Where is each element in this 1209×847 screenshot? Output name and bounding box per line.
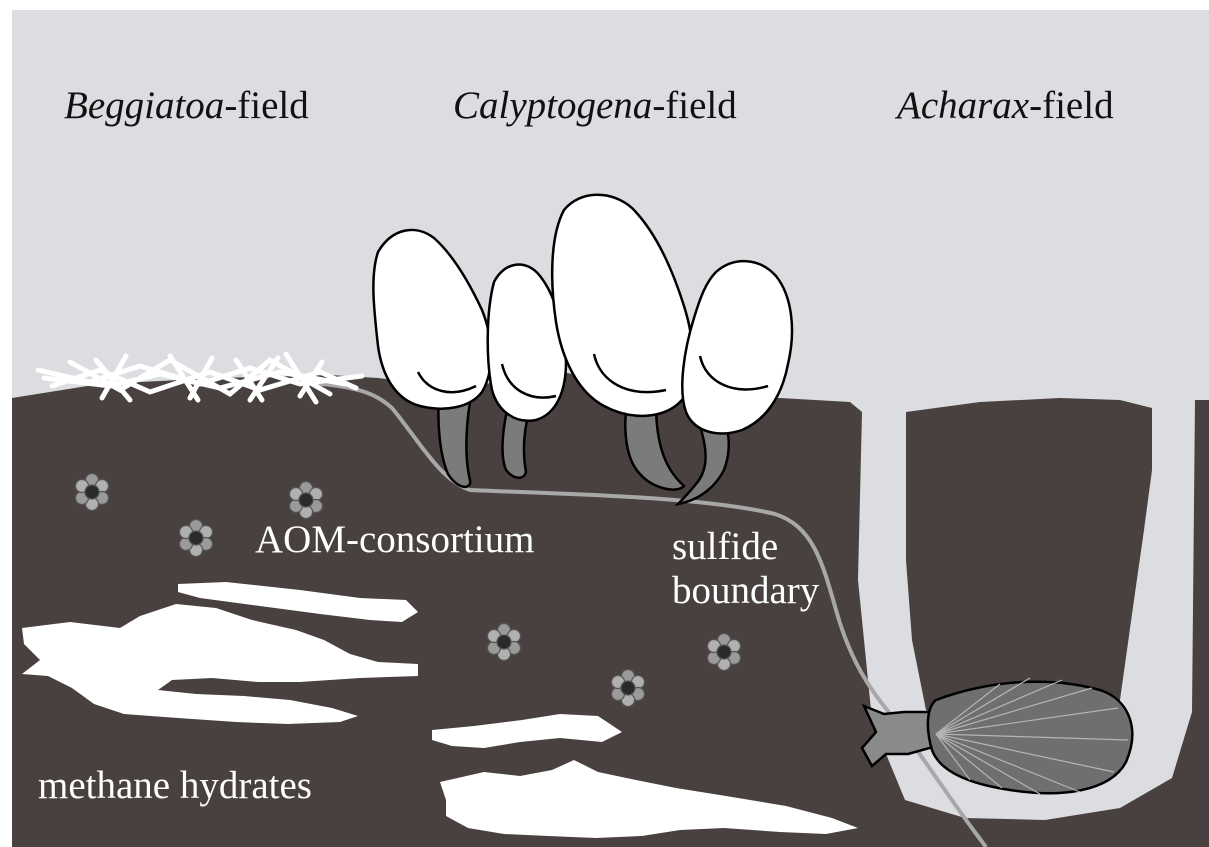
acharax-name: Acharax	[897, 84, 1029, 127]
acharax-field-label: Acharax-field	[897, 86, 1114, 125]
sulfide-label-line2: boundary	[672, 569, 819, 613]
beggiatoa-suffix: -field	[224, 84, 308, 127]
calyptogena-name: Calyptogena	[453, 84, 652, 127]
beggiatoa-field-label: Beggiatoa-field	[64, 86, 309, 125]
calyptogena-field-label: Calyptogena-field	[453, 86, 737, 125]
aom-consortium-label: AOM-consortium	[255, 520, 534, 559]
beggiatoa-name: Beggiatoa	[64, 84, 224, 127]
methane-hydrates-label: methane hydrates	[38, 766, 312, 805]
calyptogena-suffix: -field	[652, 84, 736, 127]
sulfide-label-line1: sulfide	[672, 525, 819, 569]
acharax-suffix: -field	[1029, 84, 1113, 127]
